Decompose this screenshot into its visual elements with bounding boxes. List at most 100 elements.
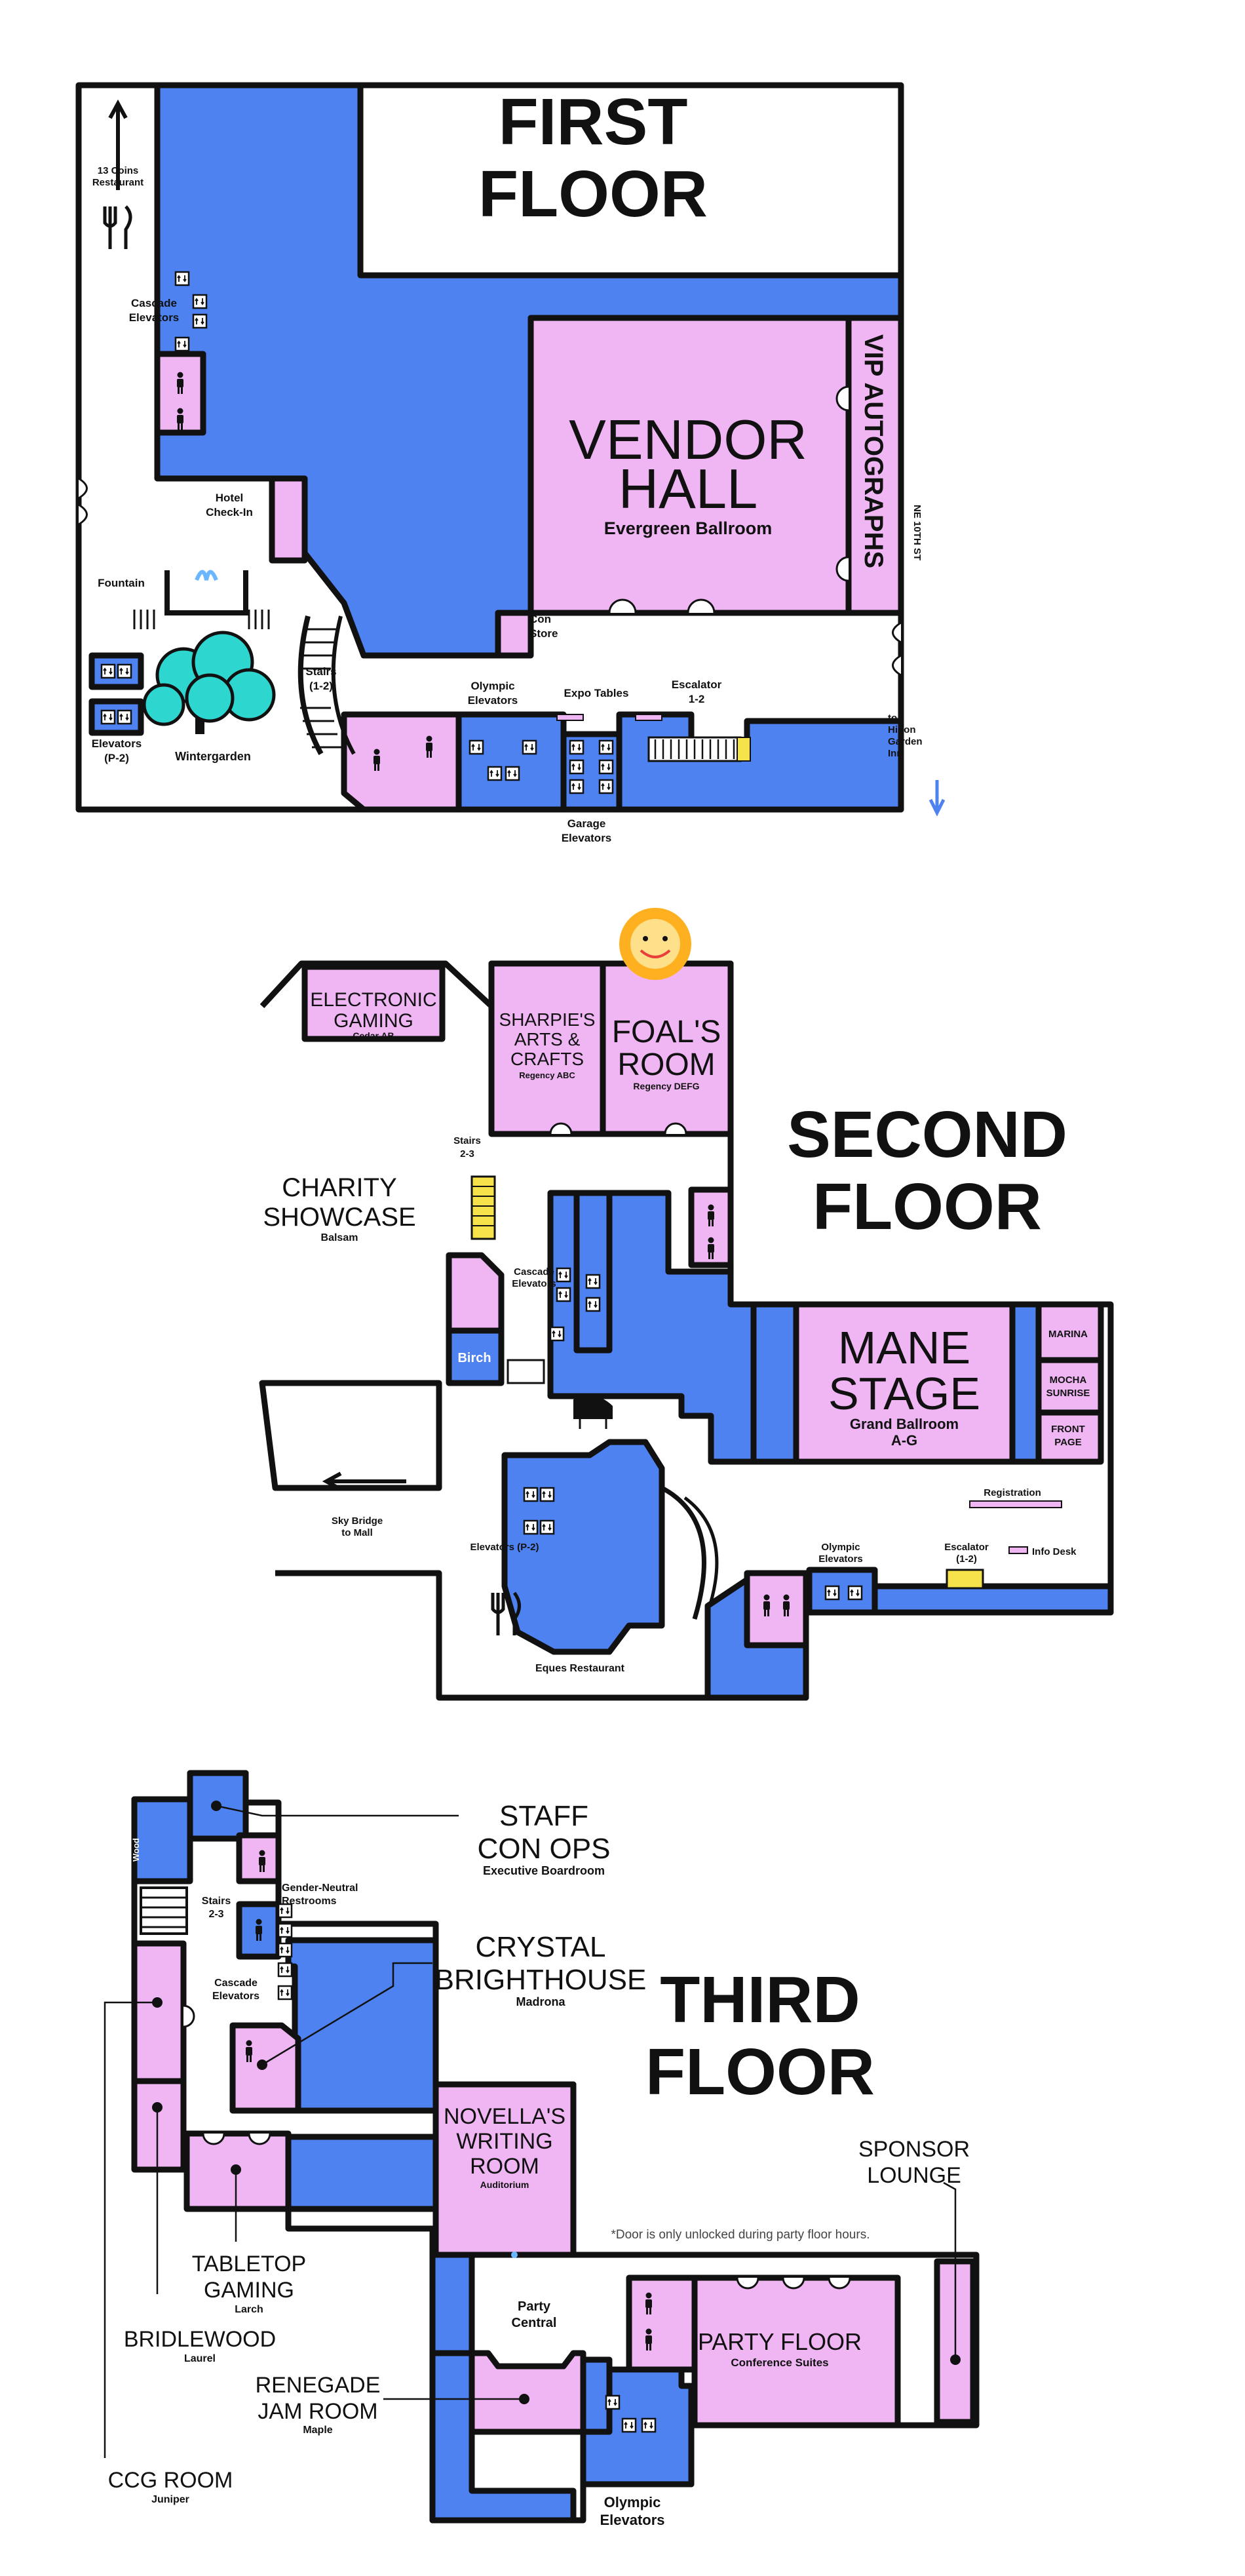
door-note: *Door is only unlocked during party floo… <box>611 2228 870 2242</box>
tree-icon <box>142 631 276 734</box>
elevators-p2-b <box>88 698 144 736</box>
sharpie-label-1: SHARPIE'S <box>499 1009 596 1030</box>
stairs-label-1: Stairs <box>305 665 336 678</box>
con-store-label-2: Store <box>529 627 558 640</box>
cascade-elevator-shaft <box>573 1190 613 1354</box>
elevators-p2-a <box>88 652 144 690</box>
mane-stage-backstage <box>1009 1301 1042 1465</box>
coins-label-1: 13 Coins <box>98 165 139 176</box>
hilton-label-1: to <box>888 712 897 724</box>
staff-sub: Executive Boardroom <box>483 1864 605 1877</box>
charity-showcase-room[interactable] <box>446 1252 505 1334</box>
con-store-room[interactable] <box>495 610 534 659</box>
info-desk <box>1008 1546 1028 1554</box>
dining-icon <box>491 1591 521 1635</box>
garage-label-1: Garage <box>567 817 606 830</box>
renegade-label-2: JAM ROOM <box>258 2399 377 2424</box>
staff-label-1: STAFF <box>499 1800 588 1832</box>
mocha-sunrise-room[interactable] <box>1035 1357 1104 1416</box>
olympic-label-2: Elevators <box>468 694 518 707</box>
dining-icon <box>103 205 132 249</box>
mane-stage-corridor <box>750 1301 799 1465</box>
restrooms-second-south <box>744 1570 809 1649</box>
novellas-writing-room[interactable] <box>432 2081 577 2258</box>
info-desk-label: Info Desk <box>1032 1546 1077 1557</box>
cottonwood-label-1: Cotton- <box>120 1831 130 1862</box>
foals-room[interactable] <box>600 960 734 1137</box>
front-page-label-2: PAGE <box>1054 1437 1081 1448</box>
stairs-second-curved <box>661 1485 719 1620</box>
callout-dots <box>152 1801 961 2404</box>
party-central-label-2: Central <box>512 2316 557 2330</box>
expo-table-2 <box>635 714 662 721</box>
crystal-label-2: BRIGHTHOUSE <box>435 1964 647 1996</box>
hilton-label-4: Inn <box>888 748 903 759</box>
vip-autographs-label: VIP AUTOGRAPHS <box>859 334 888 568</box>
sponsor-label-2: LOUNGE <box>867 2163 961 2188</box>
elevators-p2-label-2: (P-2) <box>104 752 129 764</box>
marina-room[interactable] <box>1035 1301 1104 1363</box>
novella-label-2: WRITING <box>456 2129 552 2154</box>
fountain-label: Fountain <box>98 577 145 589</box>
callout-lines <box>104 1805 957 2458</box>
party-floor-sub: Conference Suites <box>731 2356 828 2369</box>
olympic-second-label-2: Elevators <box>818 1553 863 1565</box>
ccg-room[interactable] <box>131 1940 187 2084</box>
sponsor-label-1: SPONSOR <box>858 2137 970 2162</box>
renegade-jam-room[interactable] <box>469 2350 586 2435</box>
bridlewood-room[interactable] <box>131 2078 187 2173</box>
vendor-hall-sub: Evergreen Ballroom <box>604 518 773 538</box>
con-store-label-1: Con <box>529 613 551 625</box>
olympic-third-label-2: Elevators <box>600 2512 664 2528</box>
escalator-second <box>946 1569 984 1590</box>
electronic-gaming-room[interactable] <box>301 964 446 1042</box>
piano-icon <box>573 1395 613 1429</box>
escalator-second-label-2: (1-2) <box>956 1553 977 1565</box>
olympic-label-1: Olympic <box>470 680 514 692</box>
sky-bridge-label-2: to Mall <box>341 1527 373 1538</box>
electronic-gaming-label-1: ELECTRONIC <box>310 989 436 1011</box>
birch-label: Birch <box>457 1351 491 1365</box>
elevators-p2-label: Elevators (P-2) <box>470 1542 539 1553</box>
escalator-label-2: 1-2 <box>689 693 705 705</box>
staff-label-2: CON OPS <box>478 1833 611 1865</box>
escalator-second-label-1: Escalator <box>944 1542 989 1553</box>
crystal-sub: Madrona <box>516 1995 565 2008</box>
charity-label-2: SHOWCASE <box>263 1203 415 1232</box>
foals-room-label-2: ROOM <box>617 1047 715 1082</box>
street-label: NE 10TH ST <box>911 505 923 560</box>
party-floor-room[interactable] <box>691 2274 901 2429</box>
olympic-second-label-1: Olympic <box>821 1542 860 1553</box>
stairs-1-2 <box>297 615 356 755</box>
electronic-gaming-label-2: GAMING <box>334 1010 413 1032</box>
second-floor-title-2: FLOOR <box>813 1170 1042 1243</box>
ccg-sub: Juniper <box>151 2494 189 2505</box>
vendor-hall-doors <box>608 385 849 614</box>
hilton-label-2: Hilton <box>888 724 916 735</box>
vip-autographs-room[interactable] <box>845 315 904 616</box>
front-page-room[interactable] <box>1035 1409 1104 1465</box>
cottonwood-room[interactable] <box>131 1796 193 1884</box>
expo-table-1 <box>556 714 584 721</box>
birch-room[interactable] <box>446 1327 505 1386</box>
registration-desk <box>969 1500 1062 1508</box>
novella-sub: Auditorium <box>480 2179 529 2190</box>
third-floor: THIRD FLOOR Cotton- Wood STAFF CON OPS E… <box>104 1770 980 2528</box>
hilton-label-3: Garden <box>888 736 923 747</box>
party-blue-west <box>429 2252 475 2356</box>
ccg-label: CCG ROOM <box>108 2468 233 2493</box>
sharpie-label-3: CRAFTS <box>510 1049 584 1069</box>
party-floor-label: PARTY FLOOR <box>698 2328 862 2355</box>
stairs-2-3 <box>470 1175 545 1384</box>
escalator-second-area <box>872 1583 1114 1616</box>
blue-block-tabletop <box>285 2134 439 2212</box>
novella-label-3: ROOM <box>470 2154 539 2179</box>
fountain-icon <box>133 570 270 629</box>
stairs-2-3-label-2: 2-3 <box>460 1148 474 1160</box>
restrooms-first-floor <box>341 711 462 813</box>
second-floor-title-1: SECOND <box>787 1098 1067 1171</box>
crystal-label-1: CRYSTAL <box>476 1931 606 1963</box>
vendor-hall-room[interactable] <box>527 315 852 616</box>
foals-room-label-1: FOAL'S <box>612 1015 721 1049</box>
